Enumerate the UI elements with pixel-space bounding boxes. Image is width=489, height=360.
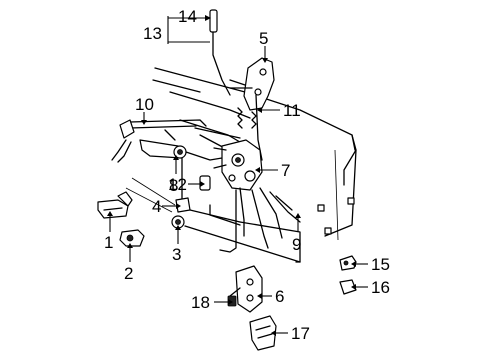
callout-18: 18	[191, 293, 210, 312]
callout-17: 17	[291, 324, 310, 343]
outside-handle-rod	[111, 119, 223, 163]
latch-assembly	[199, 139, 283, 253]
callout-labels: 14 13 5 10 11 8 7 12 4 9 1 3 2 15 16 6 1…	[104, 7, 390, 343]
callout-2: 2	[124, 264, 133, 283]
callout-8: 8	[169, 176, 178, 195]
callout-9: 9	[292, 235, 301, 254]
callout-5: 5	[259, 29, 268, 48]
callout-6: 6	[275, 287, 284, 306]
upper-bracket	[229, 57, 275, 111]
part-17-handle	[249, 315, 277, 351]
callout-1: 1	[104, 233, 113, 252]
callout-13: 13	[143, 24, 162, 43]
callout-14: 14	[178, 7, 197, 26]
part-1-clip	[97, 191, 133, 219]
lock-rod-knob	[209, 9, 231, 96]
callout-4: 4	[152, 197, 161, 216]
callout-12: 12	[168, 175, 187, 194]
arrowheads	[107, 15, 356, 336]
callout-11: 11	[283, 101, 301, 120]
leader-lines	[109, 16, 368, 334]
part-2-switch	[119, 229, 145, 247]
door-frame	[125, 67, 357, 263]
lower-rod	[269, 191, 301, 223]
part-6-latch	[229, 265, 263, 313]
callout-7: 7	[281, 161, 290, 180]
callout-3: 3	[172, 245, 181, 264]
callout-16: 16	[371, 278, 390, 297]
callout-10: 10	[135, 95, 154, 114]
callout-15: 15	[371, 255, 390, 274]
